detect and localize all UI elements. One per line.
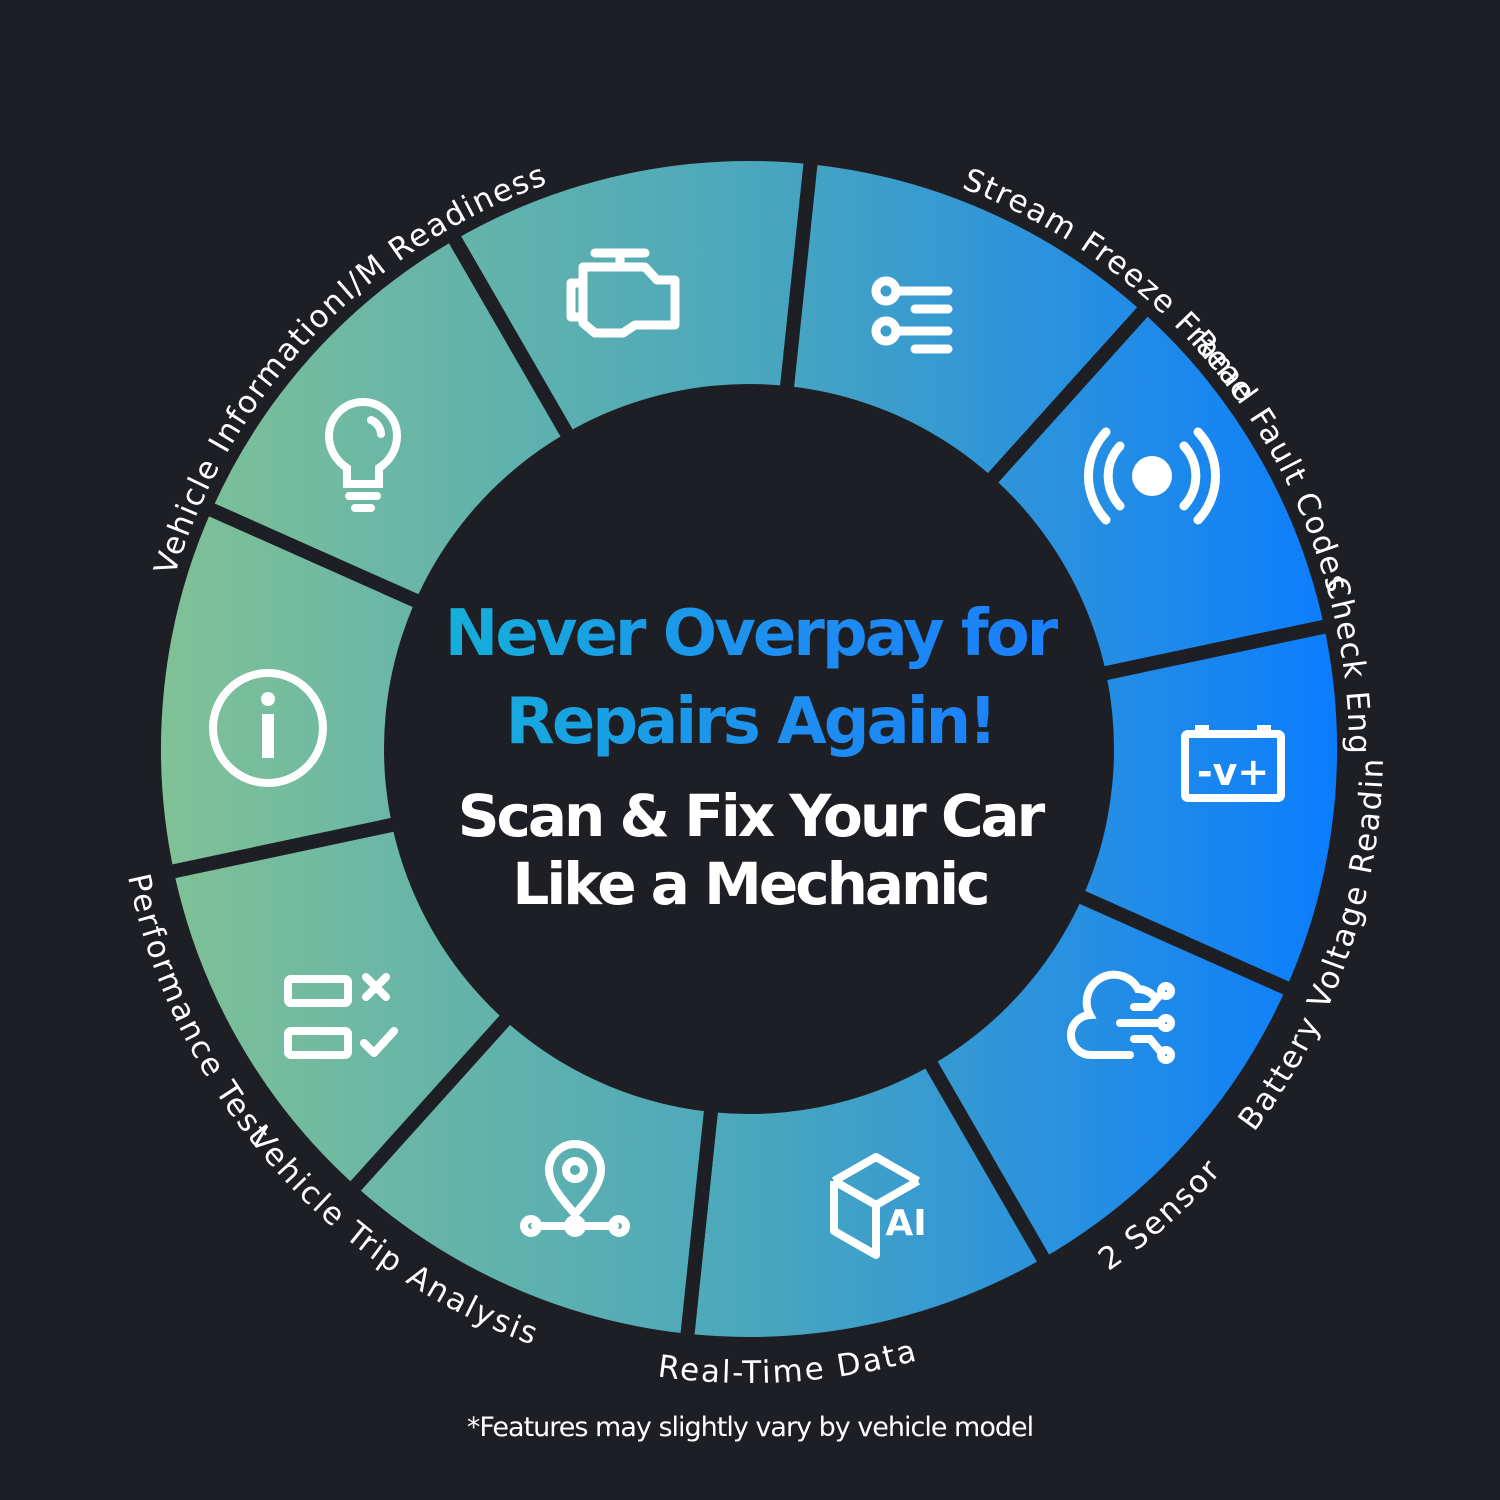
engine-icon <box>566 248 680 338</box>
broadcast-icon <box>1084 427 1220 525</box>
center-disc <box>384 384 1114 1114</box>
checklist-icon <box>284 973 398 1059</box>
ai-icon-label: AI <box>885 1203 926 1244</box>
battery-icon-label: -v+ <box>1197 750 1269 794</box>
battery-icon: -v+ <box>1181 725 1285 802</box>
ai-cube-icon: AI <box>830 1153 927 1259</box>
footnote: *Features may slightly vary by vehicle m… <box>466 1412 1034 1443</box>
location-route-icon <box>520 1140 630 1237</box>
sliders-icon <box>871 276 953 354</box>
cloud-circuit-icon <box>1066 970 1175 1064</box>
info-icon <box>209 669 327 787</box>
lightbulb-icon <box>324 398 402 512</box>
